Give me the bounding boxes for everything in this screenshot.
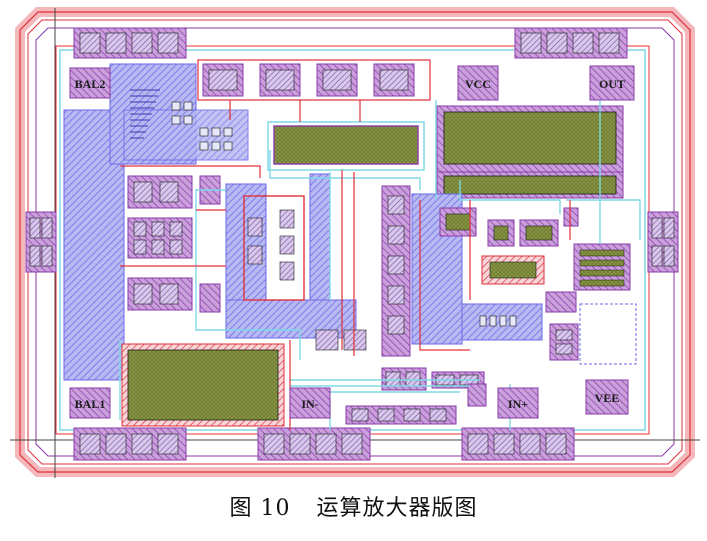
pin-vcc: VCC bbox=[457, 65, 499, 101]
pin-vee: VEE bbox=[585, 379, 629, 415]
pin-vee-label: VEE bbox=[595, 391, 620, 405]
pin-out-label: OUT bbox=[599, 77, 625, 91]
pin-vcc-label: VCC bbox=[465, 77, 491, 91]
pin-in-minus: IN- bbox=[289, 387, 331, 419]
pad-row-top-left bbox=[73, 27, 187, 59]
seal-ring bbox=[15, 7, 695, 477]
central-diff-pair bbox=[225, 173, 367, 351]
pin-out: OUT bbox=[589, 65, 635, 101]
left-transistor-block bbox=[63, 63, 249, 381]
pad-row-top-right bbox=[514, 27, 628, 59]
transistor-array-left bbox=[127, 175, 221, 313]
figure-title: 运算放大器版图 bbox=[316, 496, 478, 521]
capacitor-top-right bbox=[436, 105, 624, 199]
pad-row-bottom-3 bbox=[461, 427, 575, 461]
pin-bal2-label: BAL2 bbox=[75, 77, 106, 91]
pin-in-plus-label: IN+ bbox=[508, 397, 528, 411]
pad-row-bottom-2 bbox=[257, 427, 371, 461]
pad-row-bottom-1 bbox=[73, 427, 187, 461]
figure-caption: 图 10 运算放大器版图 bbox=[0, 490, 707, 522]
side-pads-left bbox=[25, 211, 57, 273]
pin-in-minus-label: IN- bbox=[301, 397, 318, 411]
chip-layout: BAL2 VCC OUT BAL1 IN- IN+ VEE bbox=[10, 7, 700, 478]
pin-bal1-label: BAL1 bbox=[75, 397, 106, 411]
top-transistor-row bbox=[197, 59, 431, 101]
pin-bal1: BAL1 bbox=[69, 387, 111, 419]
pin-in-plus: IN+ bbox=[497, 387, 539, 419]
capacitor-bottom-left bbox=[121, 343, 285, 427]
side-pads-right bbox=[647, 211, 679, 273]
bottom-small-devices bbox=[345, 367, 487, 425]
routing-metal1 bbox=[120, 100, 571, 430]
pin-bal2: BAL2 bbox=[69, 67, 111, 99]
figure-number: 图 10 bbox=[229, 496, 291, 521]
capacitor-top-mid bbox=[267, 121, 425, 171]
